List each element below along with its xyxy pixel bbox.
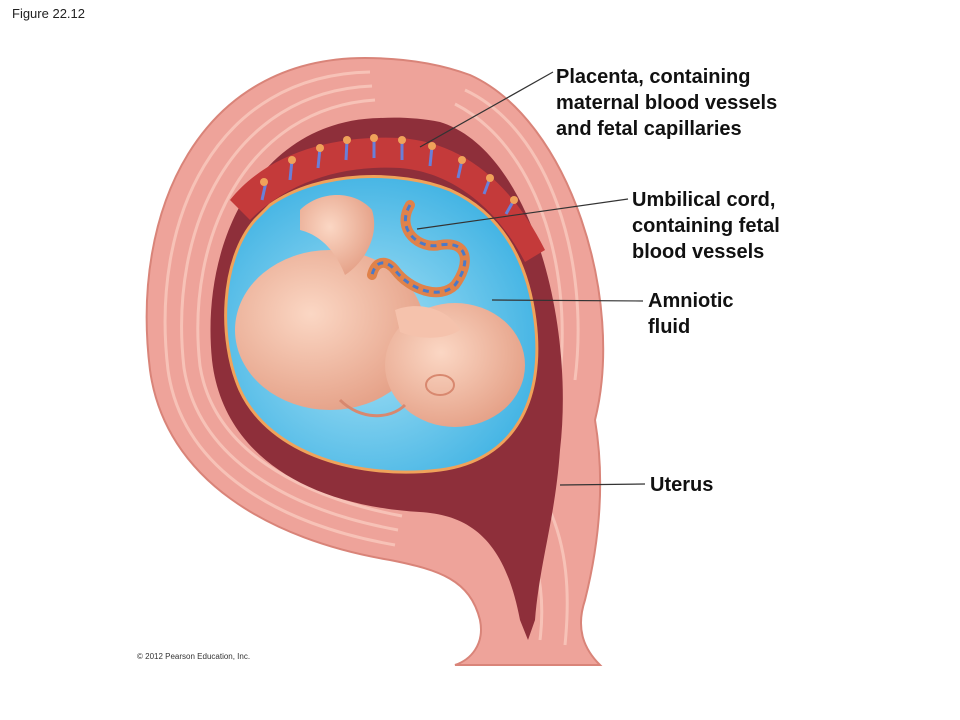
umbilical-cord-label: Umbilical cord, containing fetal blood v… (632, 189, 780, 263)
fetus (235, 195, 525, 427)
amniotic-fluid-label: Amniotic fluid (648, 290, 734, 338)
copyright-notice: © 2012 Pearson Education, Inc. (137, 652, 251, 661)
figure-label: Figure 22.12 (12, 6, 85, 21)
uterus-label: Uterus (650, 474, 714, 496)
placenta (230, 134, 545, 262)
placenta-label: Placenta, containing maternal blood vess… (556, 66, 778, 140)
leader-lines (416, 71, 646, 486)
